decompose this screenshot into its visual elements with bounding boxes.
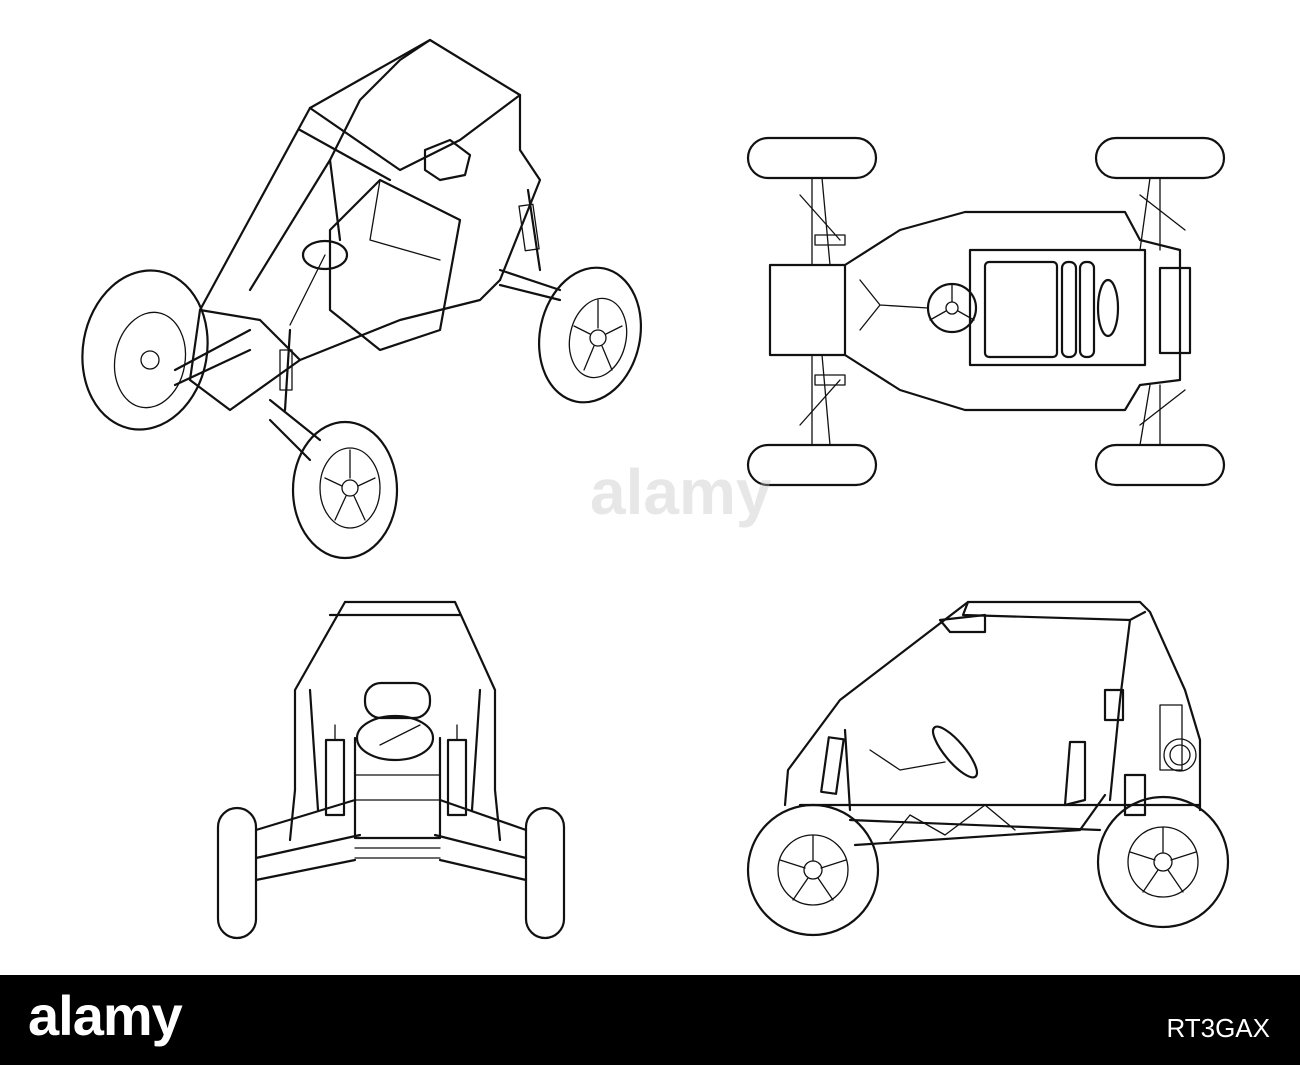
watermark: alamy: [590, 456, 772, 528]
front-view: [216, 600, 566, 940]
rear-right-wheel: [537, 266, 643, 404]
drawing-canvas: alamy: [81, 38, 1230, 940]
alamy-logo: alamy: [28, 984, 183, 1047]
front-left-wheel: [81, 269, 209, 431]
side-view: [746, 600, 1230, 937]
image-id: RT3GAX: [1166, 1013, 1270, 1043]
side-front-wheel: [746, 803, 880, 937]
footer-bar: alamy RT3GAX: [0, 975, 1300, 1065]
perspective-view: [81, 38, 643, 560]
top-view: [746, 136, 1226, 487]
front-right-wheel: [291, 420, 399, 560]
side-rear-wheel: [1096, 795, 1230, 929]
